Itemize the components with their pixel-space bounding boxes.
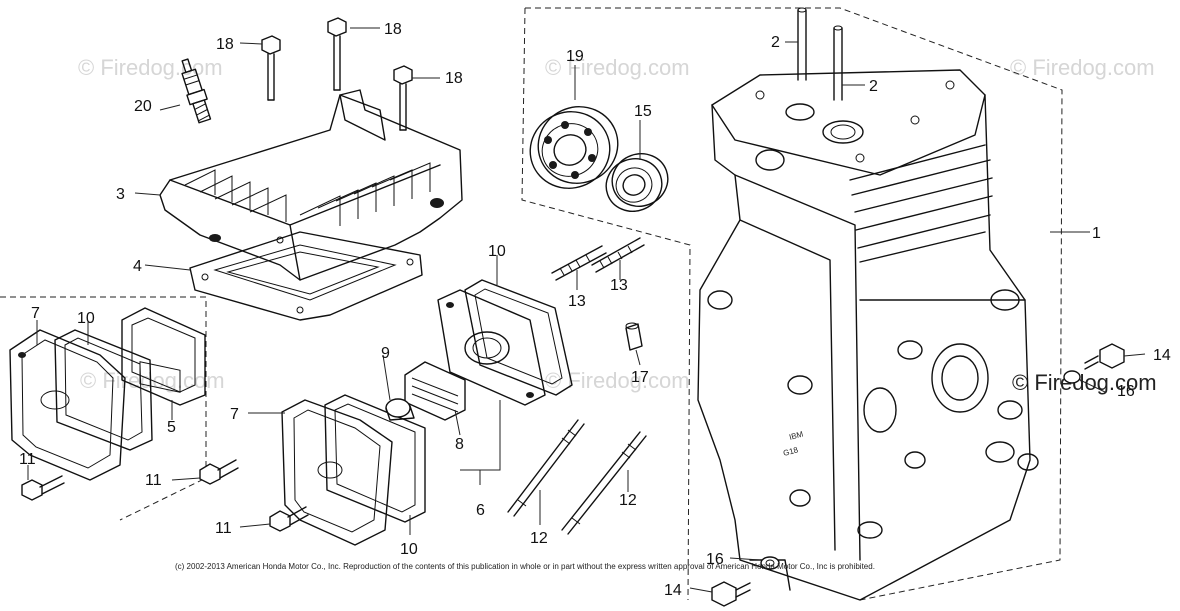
callout-10: 10 (400, 541, 418, 558)
callout-20: 20 (134, 98, 152, 115)
oil-seal-15 (605, 153, 669, 212)
callout-4: 4 (133, 258, 142, 275)
callout-10: 10 (77, 310, 95, 327)
copyright-notice: (c) 2002-2013 American Honda Motor Co., … (175, 562, 875, 571)
crankcase-group-outline (521, 7, 1063, 601)
stud-13-a (551, 245, 607, 281)
bolt-18-b (327, 17, 347, 91)
callout-14: 14 (664, 582, 682, 599)
breather-cover-7b (281, 399, 393, 546)
flange-bolt-11-b (199, 459, 239, 485)
callout-6: 6 (476, 502, 485, 519)
callout-17: 17 (631, 369, 649, 386)
callouts: 1 2 2 3 4 5 6 7 7 8 9 10 10 10 11 11 11 … (19, 21, 1171, 599)
callout-12: 12 (530, 530, 548, 547)
dowel-pin-17 (625, 322, 643, 351)
callout-11: 11 (215, 520, 232, 537)
watermark: © Firedog.com (78, 55, 223, 80)
callout-2: 2 (869, 78, 878, 95)
callout-18: 18 (445, 70, 463, 87)
callout-5: 5 (167, 419, 176, 436)
drain-bolt-14-b (711, 581, 751, 607)
sealing-washer-16-b (760, 556, 780, 570)
callout-13: 13 (610, 277, 628, 294)
callout-16: 16 (706, 551, 724, 568)
callout-2: 2 (771, 34, 780, 51)
cast-mark: IBM (788, 429, 804, 441)
stud-2-a (797, 7, 807, 81)
callout-14: 14 (1153, 347, 1171, 364)
screen-8 (404, 361, 466, 421)
leader-lines (27, 27, 1146, 593)
long-stud-12-b (561, 431, 647, 535)
callout-18: 18 (216, 36, 234, 53)
breather-gasket-10a (54, 329, 153, 451)
callout-3: 3 (116, 186, 125, 203)
collar-9 (385, 398, 415, 421)
callout-11: 11 (19, 451, 36, 468)
bearing-19 (529, 106, 619, 189)
bolt-18-c (393, 65, 413, 131)
breather-plate-5 (121, 307, 206, 406)
callout-1: 1 (1092, 225, 1101, 242)
callout-13: 13 (568, 293, 586, 310)
callout-15: 15 (634, 103, 652, 120)
head-gasket (189, 231, 423, 321)
callout-19: 19 (566, 48, 584, 65)
flange-bolt-11-a (21, 475, 65, 501)
breather-cover-7a (9, 329, 126, 481)
breather-gasket-10b (324, 394, 426, 523)
callout-18: 18 (384, 21, 402, 38)
callout-16: 16 (1117, 383, 1135, 400)
watermark: © Firedog.com (1010, 55, 1155, 80)
bolt-18-a (261, 35, 281, 101)
callout-12: 12 (619, 492, 637, 509)
watermark: © Firedog.com (545, 368, 690, 393)
long-stud-12-a (507, 419, 585, 517)
stud-13-b (591, 237, 645, 273)
insulator-6 (437, 289, 546, 406)
drain-bolt-14-a (1084, 343, 1125, 370)
cylinder-crankcase: IBM G18 (697, 69, 1039, 601)
callout-7: 7 (230, 406, 239, 423)
callout-7: 7 (31, 305, 40, 322)
callout-10: 10 (488, 243, 506, 260)
spark-plug (181, 58, 212, 124)
callout-8: 8 (455, 436, 464, 453)
watermark: © Firedog.com (545, 55, 690, 80)
callout-11: 11 (145, 472, 162, 489)
sealing-washer-16-a (1063, 370, 1081, 384)
breather-group-outline (0, 296, 207, 521)
cast-mark: G18 (782, 445, 799, 458)
stud-2-b (833, 25, 843, 101)
callout-9: 9 (381, 345, 390, 362)
cylinder-head (159, 89, 463, 281)
flange-bolt-11-c (269, 506, 309, 532)
